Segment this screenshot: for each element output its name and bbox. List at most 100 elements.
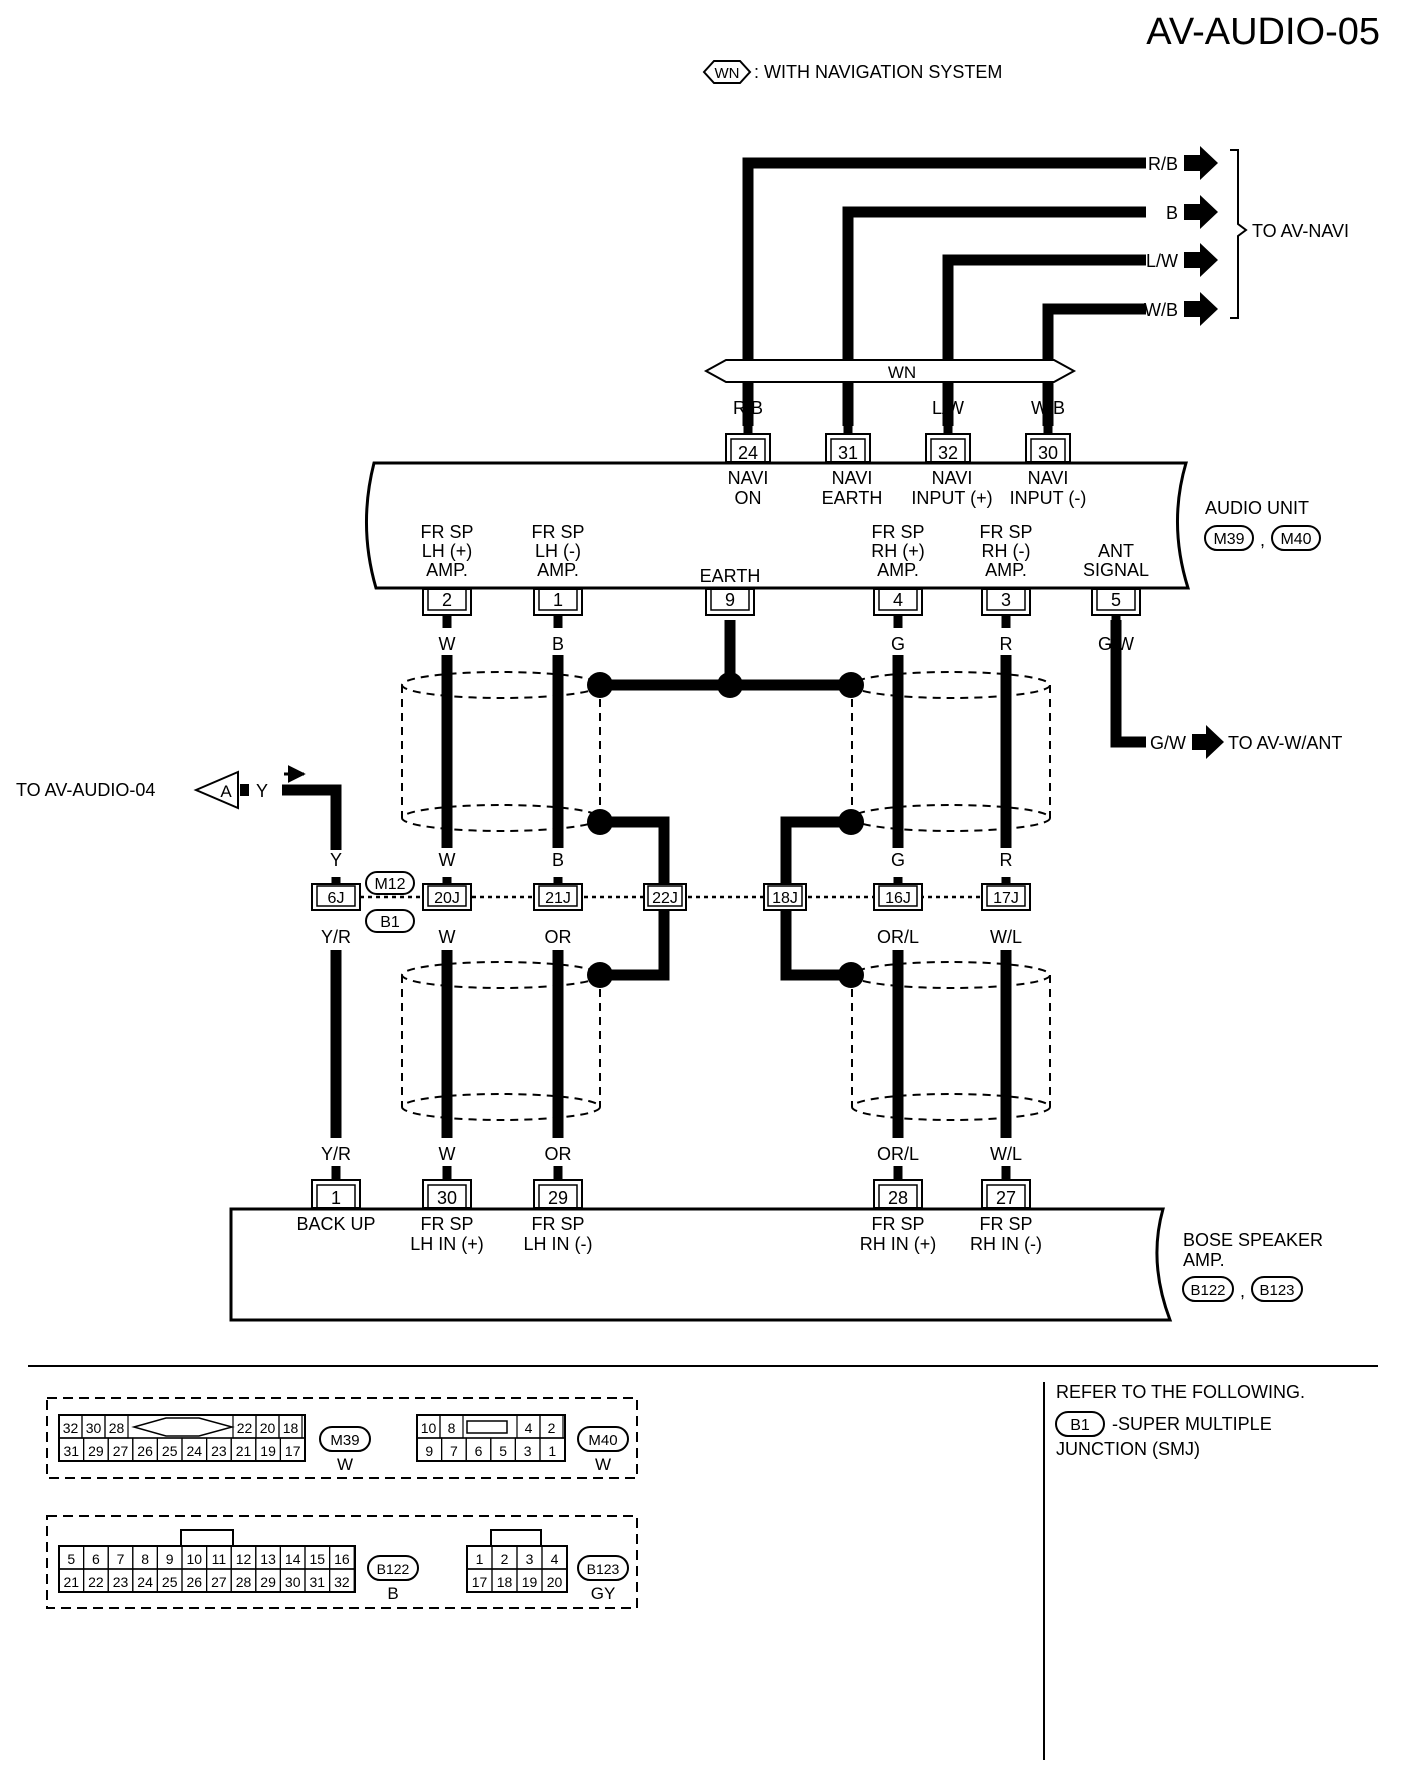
pin-1: 1 bbox=[533, 588, 583, 616]
svg-text:9: 9 bbox=[725, 590, 735, 610]
svg-text:RH IN (+): RH IN (+) bbox=[860, 1234, 937, 1254]
wn-bus: WN bbox=[703, 359, 1077, 383]
m39-cavity-number: 20 bbox=[260, 1420, 276, 1436]
b123-cavity-number: 17 bbox=[472, 1574, 488, 1590]
svg-text:M39: M39 bbox=[1213, 531, 1244, 548]
junction-upper-wire-labels: Y W B G R bbox=[330, 850, 1013, 870]
svg-text:NAVI: NAVI bbox=[728, 468, 769, 488]
m39-cavity-number: 25 bbox=[162, 1443, 178, 1459]
pin-22j: 22J bbox=[643, 883, 687, 911]
junction-lower-wire-labels: Y/R W OR OR/L W/L bbox=[321, 927, 1022, 947]
m39-cavity-number: 19 bbox=[260, 1443, 276, 1459]
svg-text:W: W bbox=[439, 1144, 456, 1164]
svg-text:AMP.: AMP. bbox=[537, 560, 579, 580]
svg-text:4: 4 bbox=[893, 590, 903, 610]
b122-cavity-number: 25 bbox=[162, 1574, 178, 1590]
svg-text:,: , bbox=[1240, 1281, 1245, 1301]
svg-text:FR SP: FR SP bbox=[979, 1214, 1032, 1234]
svg-text:6J: 6J bbox=[328, 890, 345, 907]
pin-32: 32 bbox=[925, 433, 971, 463]
svg-text:W/L: W/L bbox=[990, 1144, 1022, 1164]
svg-text:FR SP: FR SP bbox=[979, 522, 1032, 542]
b122-cavity-number: 14 bbox=[285, 1551, 301, 1567]
pin-31: 31 bbox=[825, 433, 871, 463]
m39-cavity-number: 24 bbox=[187, 1443, 203, 1459]
junction-pins: 6J 20J 21J 22J 18J 16J 17J bbox=[311, 883, 1031, 911]
svg-text:G: G bbox=[891, 850, 905, 870]
connector-face-frame-lower bbox=[46, 1515, 638, 1609]
m40-cavity-number: 1 bbox=[548, 1443, 556, 1459]
svg-text:21J: 21J bbox=[545, 890, 571, 907]
b122-cavity-number: 29 bbox=[260, 1574, 276, 1590]
svg-text:Y: Y bbox=[330, 850, 342, 870]
bose-amp-box bbox=[229, 1207, 1173, 1322]
legend-text: : WITH NAVIGATION SYSTEM bbox=[754, 62, 1002, 82]
svg-text:LH IN (-): LH IN (-) bbox=[524, 1234, 593, 1254]
b123-cavity-number: 3 bbox=[526, 1551, 534, 1567]
pin-20j: 20J bbox=[422, 883, 472, 911]
b123-cavity-number: 2 bbox=[501, 1551, 509, 1567]
svg-text:A: A bbox=[220, 782, 232, 801]
b123-cavity-frame bbox=[541, 1568, 568, 1593]
svg-text:FR SP: FR SP bbox=[871, 1214, 924, 1234]
connector-face-frame-upper bbox=[46, 1397, 638, 1479]
svg-text:1: 1 bbox=[331, 1188, 341, 1208]
bose-input-wire-labels: Y/R W OR OR/L W/L bbox=[321, 1144, 1022, 1164]
svg-text:NAVI: NAVI bbox=[1028, 468, 1069, 488]
svg-text:LH (-): LH (-) bbox=[535, 541, 581, 561]
b123-id: B123 GY bbox=[577, 1555, 629, 1603]
svg-text:B122: B122 bbox=[377, 1561, 410, 1577]
wn-bus-label: WN bbox=[888, 363, 916, 382]
m40-cavity-number: 7 bbox=[450, 1443, 458, 1459]
pin-30: 30 bbox=[1025, 433, 1071, 463]
junction-connector-ids: M12 B1 bbox=[365, 871, 415, 933]
svg-text:RH (+): RH (+) bbox=[871, 541, 925, 561]
m40-cavity-number: 2 bbox=[548, 1420, 556, 1436]
m39-cavity-number: 32 bbox=[63, 1420, 79, 1436]
b122-cavity-number: 16 bbox=[334, 1551, 350, 1567]
m39-cavity-number: 21 bbox=[236, 1443, 252, 1459]
b123-cavity-number: 4 bbox=[551, 1551, 559, 1567]
m40-cavity-number: 6 bbox=[475, 1443, 483, 1459]
bose-amp-title-l1: BOSE SPEAKER bbox=[1183, 1230, 1323, 1250]
svg-text:B122: B122 bbox=[1190, 1282, 1225, 1299]
m40-cavity-number: 3 bbox=[524, 1443, 532, 1459]
shield-lower-left bbox=[401, 961, 601, 1121]
svg-text:32: 32 bbox=[938, 443, 958, 463]
svg-text:B1: B1 bbox=[380, 914, 400, 931]
pin-bose-29: 29 bbox=[533, 1179, 583, 1209]
svg-text:ON: ON bbox=[735, 488, 762, 508]
m39-cavity-number: 17 bbox=[285, 1443, 301, 1459]
svg-text:INPUT (+): INPUT (+) bbox=[911, 488, 992, 508]
svg-text:NAVI: NAVI bbox=[832, 468, 873, 488]
svg-text:OR/L: OR/L bbox=[877, 927, 919, 947]
svg-text:16J: 16J bbox=[885, 890, 911, 907]
svg-text:3: 3 bbox=[1001, 590, 1011, 610]
svg-text:NAVI: NAVI bbox=[932, 468, 973, 488]
svg-text:B123: B123 bbox=[587, 1561, 620, 1577]
b122-cavity-number: 15 bbox=[310, 1551, 326, 1567]
svg-text:LH IN (+): LH IN (+) bbox=[410, 1234, 484, 1254]
ant-destination: TO AV-W/ANT bbox=[1228, 733, 1342, 753]
svg-text:Y/R: Y/R bbox=[321, 1144, 351, 1164]
m39-cavity-number: 22 bbox=[237, 1420, 253, 1436]
m39-cavity-number: 23 bbox=[211, 1443, 227, 1459]
svg-text:EARTH: EARTH bbox=[700, 566, 761, 586]
m39-cavity-number: 18 bbox=[283, 1420, 299, 1436]
pin-bose-28: 28 bbox=[873, 1179, 923, 1209]
pin-3: 3 bbox=[981, 588, 1031, 616]
m40-id: M40 W bbox=[577, 1426, 629, 1474]
m40-cavity-frame bbox=[539, 1437, 566, 1462]
svg-text:M12: M12 bbox=[374, 876, 405, 893]
b122-cavity-number: 30 bbox=[285, 1574, 301, 1590]
navi-destination: TO AV-NAVI bbox=[1252, 221, 1349, 241]
svg-text:2: 2 bbox=[442, 590, 452, 610]
navi-wire-label-wb: W/B bbox=[1144, 300, 1178, 320]
svg-text:W: W bbox=[439, 634, 456, 654]
svg-text:G/W: G/W bbox=[1098, 634, 1134, 654]
svg-text:20J: 20J bbox=[434, 890, 460, 907]
m39-cavity-number: 27 bbox=[113, 1443, 129, 1459]
navi-wire-label-lw: L/W bbox=[1146, 251, 1178, 271]
